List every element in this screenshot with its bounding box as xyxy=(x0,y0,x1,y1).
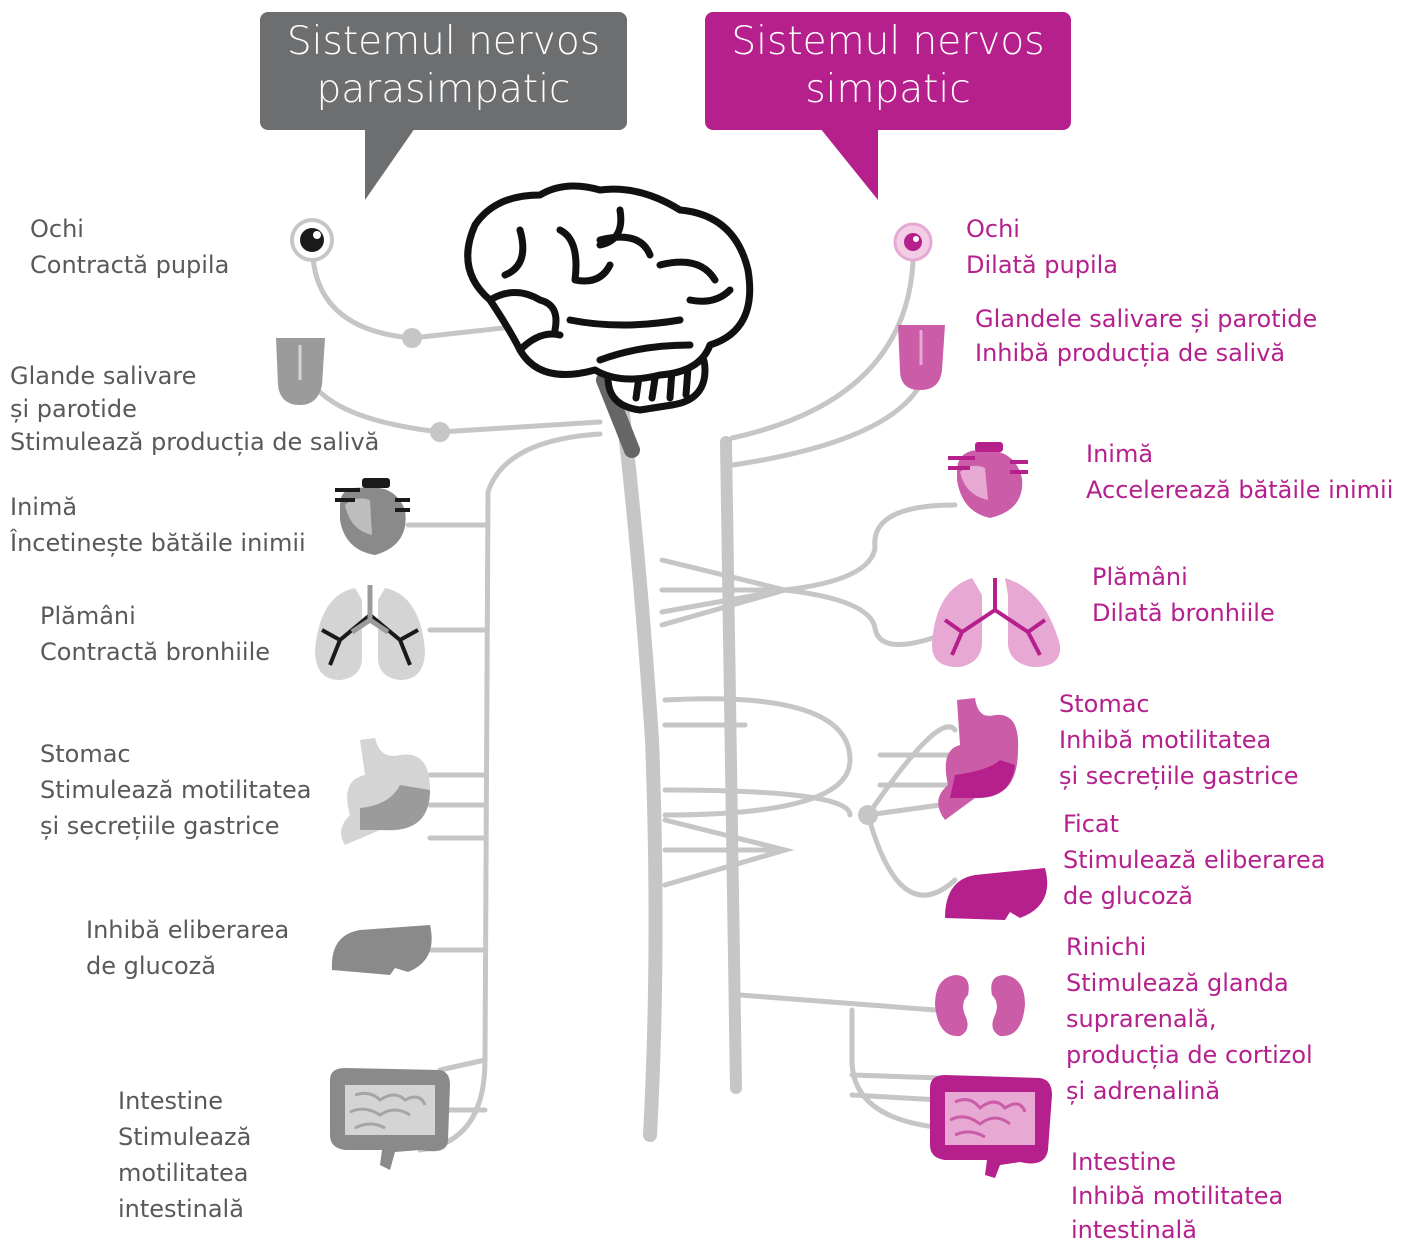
sympathetic-ganglion-abdomen xyxy=(858,805,878,825)
eye-icon-parasympathetic xyxy=(292,220,332,260)
lungs-icon-sympathetic xyxy=(932,578,1060,667)
symp-stomach-label: Stomac Inhibă motilitatea și secrețiile … xyxy=(1059,686,1299,794)
symp-kidneys-label: Rinichi Stimulează glanda suprarenală, p… xyxy=(1066,929,1313,1109)
lungs-icon-parasympathetic xyxy=(315,585,425,680)
para-intestines-label: Intestine Stimulează motilitatea intesti… xyxy=(118,1083,251,1227)
symp-intestines-label: Intestine Inhibă motilitatea intestinală xyxy=(1071,1145,1283,1247)
para-heart-label: Inimă Încetinește bătăile inimii xyxy=(10,489,306,561)
stomach-icon-sympathetic xyxy=(938,698,1018,820)
parasympathetic-title: Sistemul nervos parasimpatic xyxy=(260,18,627,114)
para-eye-label: Ochi Contractă pupila xyxy=(30,211,229,283)
symp-lungs-label: Plămâni Dilată bronhiile xyxy=(1092,559,1275,631)
intestines-icon-sympathetic xyxy=(930,1075,1052,1178)
tongue-icon-sympathetic xyxy=(898,325,945,390)
sympathetic-title: Sistemul nervos simpatic xyxy=(705,18,1071,114)
para-lungs-label: Plămâni Contractă bronhiile xyxy=(40,598,270,670)
symp-heart-label: Inimă Accelerează bătăile inimii xyxy=(1086,436,1393,508)
sympathetic-chain xyxy=(726,442,736,1088)
eye-icon-sympathetic xyxy=(895,224,931,260)
brain-icon xyxy=(468,186,750,410)
sympathetic-nerves xyxy=(662,262,955,1128)
spinal-cord xyxy=(622,405,656,1135)
symp-eye-label: Ochi Dilată pupila xyxy=(966,211,1118,283)
symp-glands-label: Glandele salivare și parotide Inhibă pro… xyxy=(975,302,1317,370)
para-stomach-label: Stomac Stimulează motilitatea și secreți… xyxy=(40,736,311,844)
parasympathetic-ganglion-eye xyxy=(402,328,422,348)
parasympathetic-ganglion-glands xyxy=(430,422,450,442)
liver-icon-sympathetic xyxy=(945,868,1047,920)
heart-icon-parasympathetic xyxy=(335,478,410,555)
stomach-icon-parasympathetic xyxy=(341,738,430,845)
para-liver-label: Inhibă eliberarea de glucoză xyxy=(86,912,289,984)
para-glands-label: Glande salivare și parotide Stimulează p… xyxy=(10,360,379,459)
heart-icon-sympathetic xyxy=(948,442,1028,518)
symp-liver-label: Ficat Stimulează eliberarea de glucoză xyxy=(1063,806,1325,914)
intestines-icon-parasympathetic xyxy=(330,1068,450,1170)
kidneys-icon-sympathetic xyxy=(935,975,1025,1036)
liver-icon-parasympathetic xyxy=(332,925,432,975)
